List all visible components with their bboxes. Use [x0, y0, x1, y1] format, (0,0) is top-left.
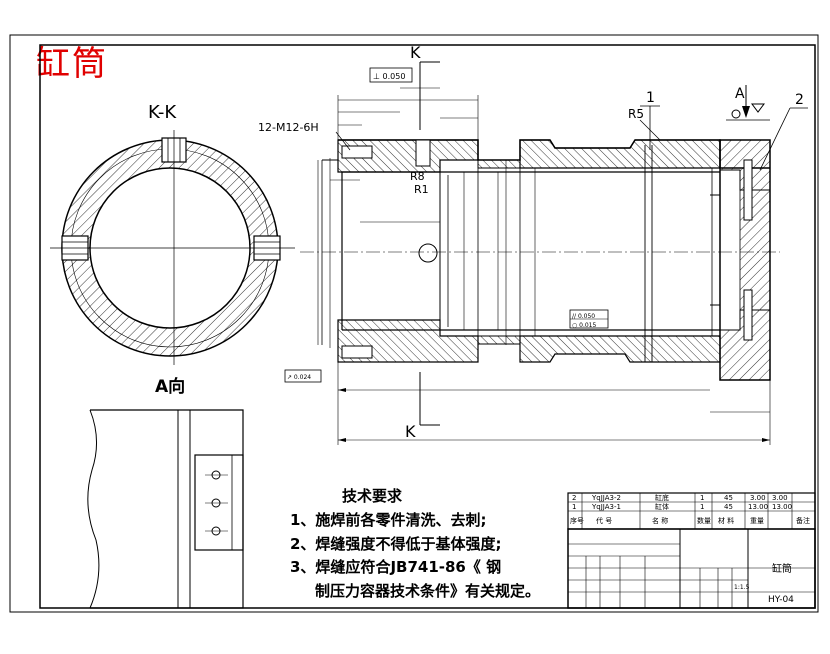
bom-header-qty: 数量 — [697, 516, 711, 525]
bom-row2-w2: 3.00 — [772, 494, 788, 502]
bom-row2-qty: 1 — [700, 494, 704, 502]
runout-tolerance-frame — [284, 369, 322, 383]
bom-row2-material: 45 — [724, 494, 733, 502]
perp-tolerance-frame — [369, 67, 413, 83]
label-thread: 12-M12-6H — [258, 121, 319, 134]
label-r5: R5 — [628, 107, 644, 121]
par-tolerance-1: // 0.050 — [572, 313, 595, 320]
bom-header-note: 备注 — [796, 516, 810, 525]
section-k-k-view — [50, 130, 295, 365]
tech-notes-heading: 技术要求 — [342, 487, 403, 505]
bom-header-weight: 重量 — [750, 517, 764, 525]
bom-header-code: 代 号 — [596, 516, 612, 525]
bom-row2-w1: 3.00 — [750, 494, 766, 502]
sheet-inner-frame — [39, 44, 816, 609]
bom-row2-name: 缸底 — [655, 493, 669, 502]
bom-row1-w1: 13.00 — [748, 503, 768, 511]
bom-row2-no: 2 — [572, 494, 576, 502]
tech-note-2: 2、焊缝强度不得低于基体强度; — [290, 535, 502, 553]
tech-note-1: 1、施焊前各零件清洗、去刺; — [290, 511, 487, 529]
bom-row1-no: 1 — [572, 503, 576, 511]
bom-row2-code: YqJJA3-2 — [591, 494, 621, 502]
bom-row1-name: 缸体 — [655, 502, 669, 511]
label-k-top: K — [410, 43, 421, 62]
label-r1: R1 — [414, 183, 429, 196]
label-r8: R8 — [410, 170, 425, 183]
title-block-part-name: 缸筒 — [772, 562, 792, 575]
balloon-1: 1 — [646, 90, 655, 106]
bom-header-material: 材 料 — [718, 516, 734, 525]
tech-note-4: 制压力容器技术条件》有关规定。 — [315, 582, 541, 600]
balloon-2: 2 — [795, 92, 804, 108]
dimension-lines — [317, 87, 771, 445]
par-tolerance-2: ○ 0.015 — [572, 322, 597, 329]
sheet-outer-frame — [9, 34, 819, 613]
title-block — [567, 528, 816, 609]
dimension-ticks — [338, 388, 770, 442]
tech-note-3: 3、焊缝应符合JB741-86《 钢 — [290, 558, 502, 576]
bom-row1-code: YqJJA3-1 — [591, 503, 621, 511]
bom-row1-qty: 1 — [700, 503, 704, 511]
perp-tolerance: ⊥ 0.050 — [373, 72, 405, 81]
runout-tolerance: ↗ 0.024 — [287, 374, 311, 381]
label-a-view: A向 — [155, 376, 185, 397]
label-k-bottom: K — [405, 422, 416, 441]
bom-row1-material: 45 — [724, 503, 733, 511]
bom-header-name: 名 称 — [652, 516, 668, 525]
title-block-scale: 1:1.5 — [734, 584, 750, 591]
bom-row1-w2: 13.00 — [772, 503, 792, 511]
title-block-drawing-no: HY-04 — [768, 595, 794, 605]
drawing-title-stamp: 缸筒 — [36, 44, 108, 84]
label-a-mark: A — [735, 86, 745, 102]
a-direction-view — [87, 409, 244, 609]
bom-header-no: 序号 — [570, 516, 584, 525]
main-section-view — [300, 139, 780, 381]
label-k-k: K-K — [148, 102, 177, 123]
